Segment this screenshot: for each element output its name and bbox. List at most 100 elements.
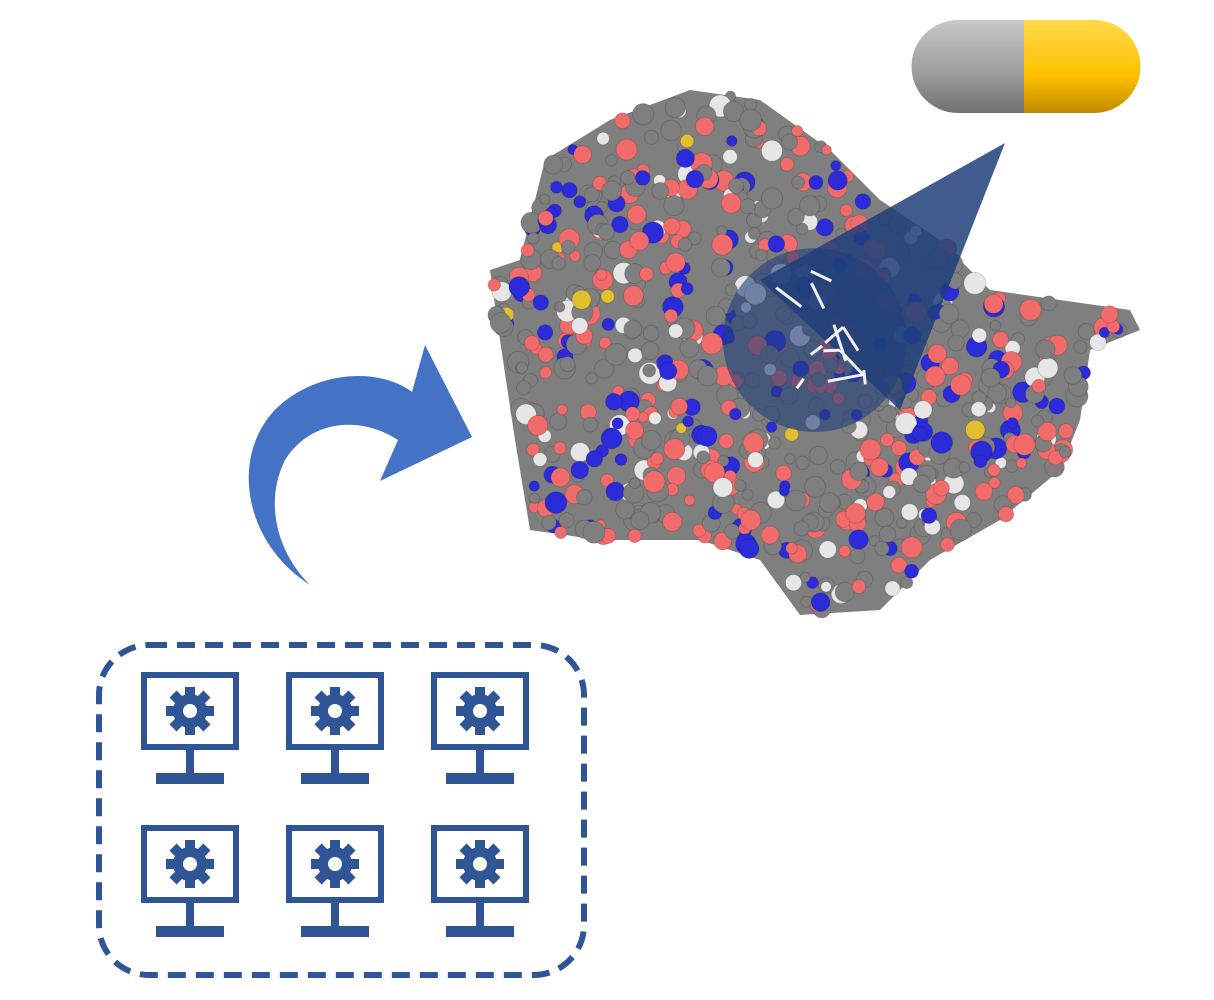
atom	[747, 227, 761, 241]
atom	[627, 347, 643, 364]
ligand-bond	[809, 344, 824, 356]
atom	[965, 419, 986, 441]
atom	[642, 363, 657, 378]
atom	[767, 235, 786, 253]
atom	[640, 341, 660, 361]
atom	[1098, 326, 1111, 339]
atom	[859, 438, 882, 461]
atom	[611, 417, 624, 430]
atom	[834, 581, 855, 603]
atom	[600, 289, 615, 304]
atom	[625, 406, 641, 422]
atom	[615, 138, 638, 161]
atom	[627, 528, 642, 544]
atom	[722, 100, 745, 123]
atom	[642, 470, 666, 493]
atom	[537, 210, 554, 227]
atom	[849, 462, 869, 482]
atom	[670, 397, 689, 416]
atom	[766, 490, 786, 510]
atom	[891, 440, 907, 457]
atom	[726, 135, 738, 147]
atom	[508, 276, 531, 298]
atom	[551, 256, 566, 271]
ligand-bond	[824, 325, 845, 344]
atom	[561, 182, 578, 199]
atom	[1006, 417, 1019, 430]
atom	[989, 319, 1002, 332]
atom	[1040, 295, 1057, 312]
atom	[634, 170, 651, 186]
atom	[692, 523, 707, 538]
atom	[997, 506, 1015, 523]
atom	[554, 525, 568, 540]
atom	[642, 324, 660, 342]
atom	[767, 436, 782, 450]
atom	[596, 131, 610, 146]
ligand-bond	[841, 326, 860, 352]
monitor-gear-icon	[286, 672, 384, 784]
atom	[605, 154, 618, 167]
atom	[489, 312, 512, 334]
atom	[911, 425, 928, 442]
atom	[820, 581, 832, 593]
atom	[1013, 433, 1036, 456]
atom	[570, 317, 589, 335]
atom	[705, 305, 727, 327]
atom	[785, 542, 798, 555]
atom	[1006, 486, 1025, 505]
atom	[965, 512, 982, 528]
atom	[553, 441, 567, 455]
binding-pocket	[723, 248, 907, 432]
atom	[804, 475, 827, 498]
atom	[760, 139, 783, 162]
atom	[760, 187, 784, 210]
atom	[930, 431, 954, 454]
atom	[675, 422, 687, 434]
atom	[515, 361, 529, 375]
atom	[663, 194, 685, 217]
atom	[1089, 333, 1107, 351]
atom	[912, 474, 932, 494]
atom	[1037, 357, 1059, 379]
atom	[733, 479, 747, 492]
atom	[550, 467, 571, 488]
atom	[848, 529, 869, 550]
atom	[815, 218, 834, 237]
monitor-gear-icon	[141, 672, 239, 784]
atom	[808, 445, 828, 466]
atom	[712, 477, 733, 498]
atom	[1063, 366, 1083, 385]
curved-arrow-icon	[248, 345, 472, 585]
atom	[556, 404, 568, 416]
ligand-bond	[838, 349, 865, 376]
atom	[1048, 397, 1066, 415]
atom	[696, 450, 711, 465]
atom	[677, 237, 693, 252]
atom	[640, 430, 662, 451]
atom	[585, 450, 603, 468]
ligand-bond	[823, 348, 840, 353]
atom	[760, 525, 780, 545]
atom	[949, 518, 972, 541]
atom	[973, 454, 988, 469]
atom	[523, 335, 540, 351]
atom	[582, 416, 599, 433]
gear-icon	[456, 687, 504, 735]
atom	[718, 433, 735, 450]
atom	[904, 563, 920, 579]
capsule-icon	[911, 20, 1141, 113]
atom	[742, 432, 765, 454]
atom	[571, 289, 592, 310]
atom	[878, 525, 897, 543]
atom	[648, 411, 662, 425]
atom	[784, 574, 803, 592]
atom	[615, 500, 635, 520]
atom	[627, 204, 647, 225]
atom	[682, 415, 694, 428]
zoom-beam	[760, 143, 1005, 410]
atom	[1077, 322, 1095, 341]
atom	[685, 169, 705, 189]
atom	[632, 103, 655, 126]
